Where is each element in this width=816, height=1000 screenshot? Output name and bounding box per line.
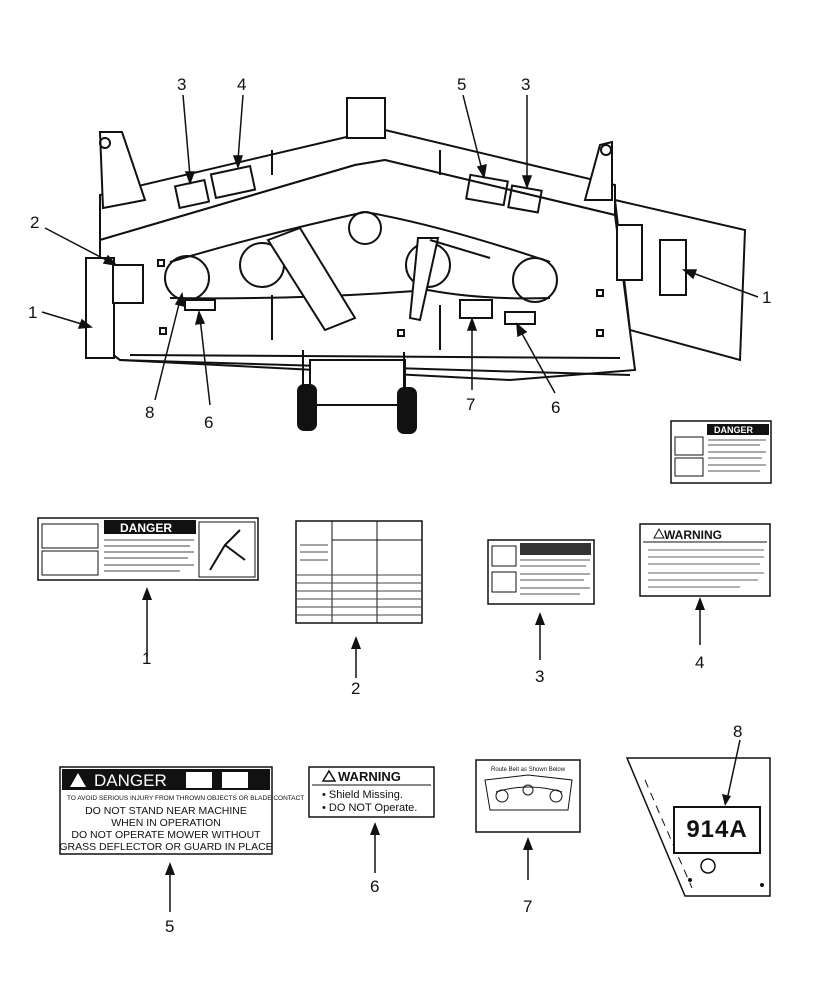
decal-2	[295, 520, 423, 678]
decal-1-callout: 1	[142, 649, 151, 668]
decal-5-line-2: DO NOT STAND NEAR MACHINE	[85, 805, 247, 817]
decal-6: WARNING • Shield Missing. • DO NOT Opera…	[308, 766, 435, 896]
decal-6-line-2: • DO NOT Operate.	[322, 802, 417, 814]
decal-5-line-1: TO AVOID SERIOUS INJURY FROM THROWN OBJE…	[67, 795, 304, 802]
callout-1-left: 1	[28, 303, 37, 322]
decal-7-title: Route Belt as Shown Below	[491, 767, 566, 773]
small-danger-decal: DANGER	[670, 420, 772, 484]
callout-6-left: 6	[204, 413, 213, 432]
decal-5-line-5: GRASS DEFLECTOR OR GUARD IN PLACE	[59, 841, 272, 853]
decal-2-callout: 2	[351, 679, 360, 698]
decal-6-callout: 6	[370, 877, 379, 896]
mower-deck	[85, 97, 747, 434]
decal-5: DANGER TO AVOID SERIOUS INJURY FROM THRO…	[59, 766, 304, 936]
decal-6-header: WARNING	[338, 769, 401, 784]
decal-3-callout: 3	[535, 667, 544, 686]
callout-5: 5	[457, 75, 466, 94]
callout-2: 2	[30, 213, 39, 232]
decal-4-header: WARNING	[664, 528, 722, 542]
decal-7: Route Belt as Shown Below 7	[475, 759, 581, 916]
decal-4-callout: 4	[695, 653, 704, 672]
top-callouts	[41, 94, 759, 406]
decal-5-line-4: DO NOT OPERATE MOWER WITHOUT	[71, 829, 261, 841]
callout-7: 7	[466, 395, 475, 414]
decal-7-callout: 7	[523, 897, 532, 916]
callout-6-right: 6	[551, 398, 560, 417]
decal-1-header: DANGER	[120, 521, 172, 535]
decal-8-code: 914A	[673, 806, 761, 854]
callout-1-right: 1	[762, 288, 771, 307]
decal-6-line-1: • Shield Missing.	[322, 789, 403, 801]
callout-3-left: 3	[177, 75, 186, 94]
decal-5-callout: 5	[165, 917, 174, 936]
decal-3: 3	[487, 539, 595, 686]
decal-1: DANGER 1	[37, 517, 259, 668]
decal-5-line-3: WHEN IN OPERATION	[111, 817, 220, 829]
callout-8: 8	[145, 403, 154, 422]
decal-5-header: DANGER	[94, 771, 167, 790]
callout-4: 4	[237, 75, 246, 94]
small-danger-header: DANGER	[714, 425, 754, 435]
callout-3-right: 3	[521, 75, 530, 94]
decal-8-callout: 8	[733, 722, 742, 741]
decal-4: WARNING 4	[639, 523, 771, 672]
top-callout-numbers: 3 4 5 3 2 1 1 8 6 7 6	[28, 75, 771, 432]
